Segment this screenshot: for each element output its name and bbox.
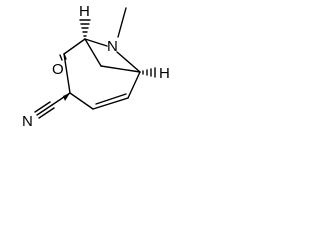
atom-label-n-nitrile: N [22,113,33,129]
bond-nitrile-2 [34,101,51,113]
bond-cq-alkene [69,92,94,110]
bond-alkene-2 [95,93,127,105]
stereo-hash-top [79,19,91,37]
atom-label-h-right: H [159,65,170,82]
bond-n-methyl [117,7,127,38]
bond-carbonyl-2 [59,54,63,61]
bond-alkene-1 [92,97,129,110]
stereo-wedge-nitrile [63,93,70,101]
bond-c1-ccarbonyl [63,38,86,55]
bond-c1-n [84,38,108,47]
bond-ccarbonyl-cq [63,53,71,94]
stereo-hash-right [142,67,156,78]
bond-cbridge-c5 [100,65,141,73]
atom-label-o: O [52,61,64,78]
atom-label-h-top: H [79,3,90,20]
bond-c1-cbridge [84,38,102,67]
bond-alkene-c5 [127,71,141,99]
bond-nitrile-3 [38,107,55,119]
atom-label-n-amine: N [107,38,118,55]
bond-n-c5 [116,51,141,73]
molecular-structure: H N O H N [22,3,170,129]
bond-nitrile-1 [36,104,53,116]
